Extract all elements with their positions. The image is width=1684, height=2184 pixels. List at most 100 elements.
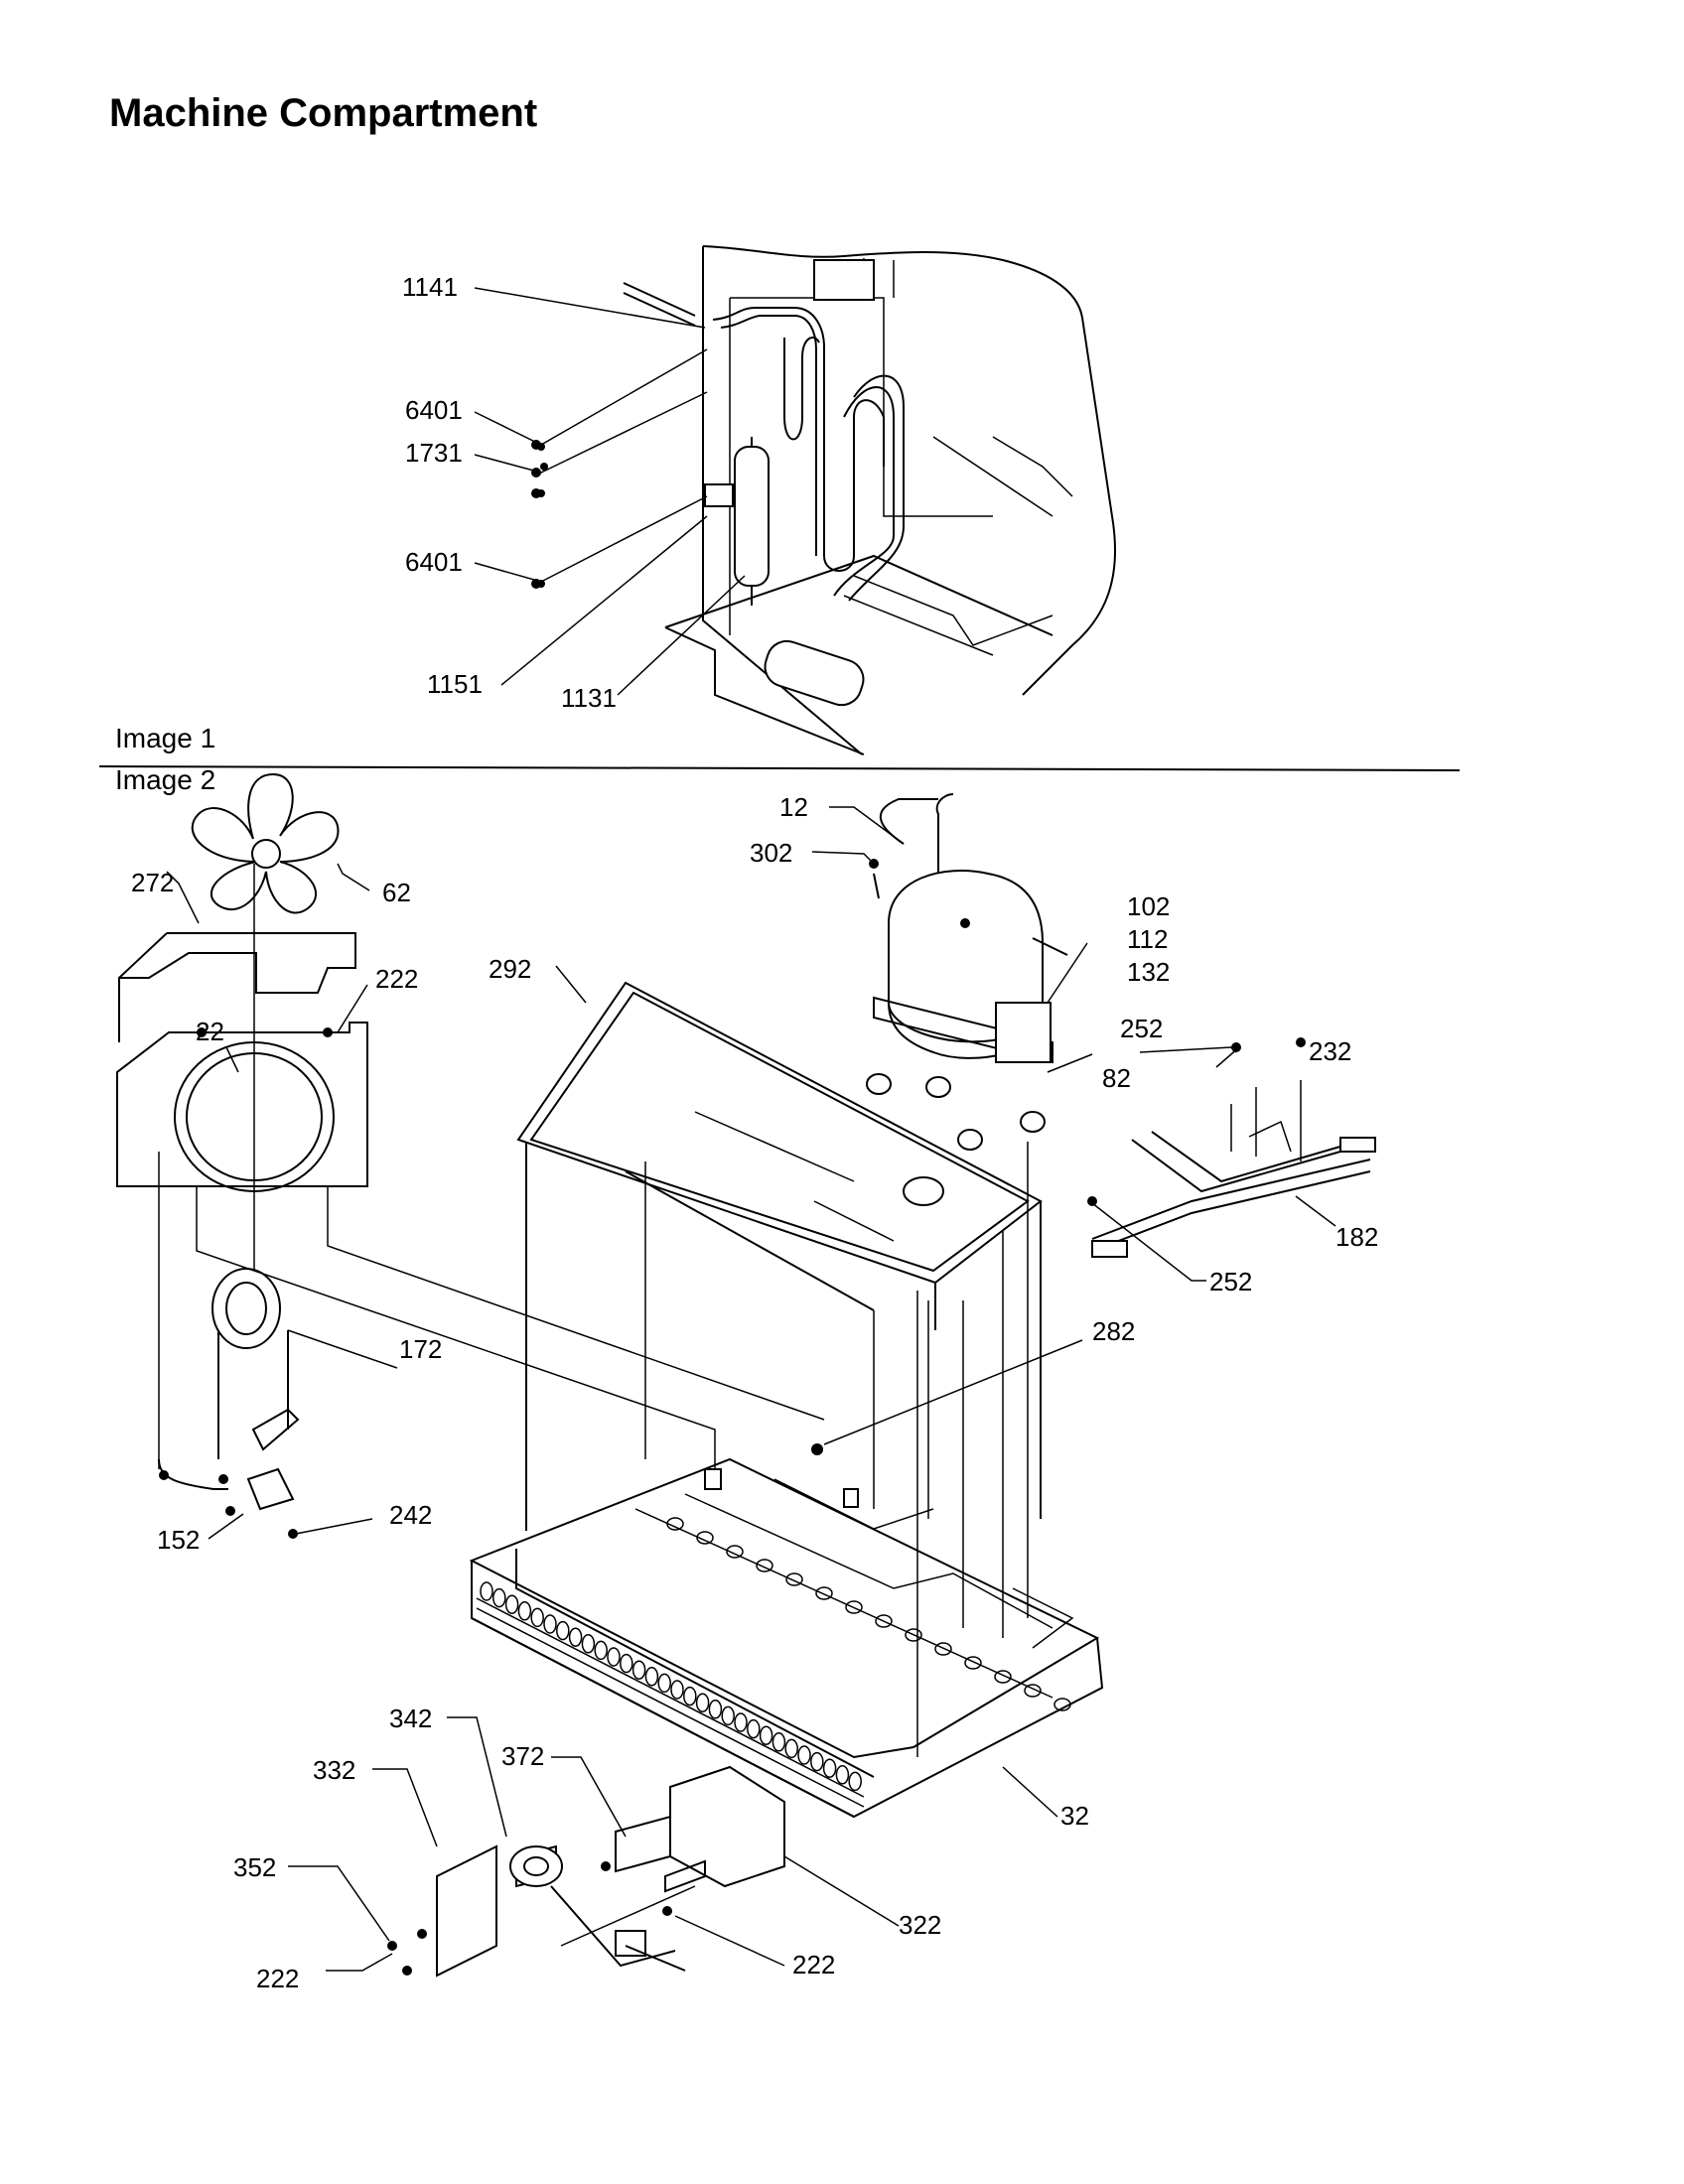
callout-132: 132 bbox=[1127, 957, 1170, 987]
callout-62: 62 bbox=[382, 878, 411, 907]
callout-232: 232 bbox=[1309, 1036, 1351, 1066]
coil-loop bbox=[670, 1680, 684, 1700]
coil-loop bbox=[644, 1667, 659, 1687]
cabinet-left-edge bbox=[702, 246, 863, 755]
image-divider bbox=[98, 765, 1461, 771]
callout-242: 242 bbox=[389, 1500, 432, 1530]
coil-loop bbox=[845, 1600, 863, 1614]
coil-loop bbox=[657, 1673, 671, 1694]
callout-1731: 1731 bbox=[405, 438, 463, 468]
coil-loop bbox=[835, 1765, 850, 1785]
coil-loop bbox=[695, 1693, 710, 1712]
compressor bbox=[866, 793, 1068, 1151]
coil-loop bbox=[994, 1670, 1012, 1684]
callout-282: 282 bbox=[1092, 1316, 1135, 1346]
coil-loop bbox=[696, 1531, 714, 1545]
coil-loop bbox=[848, 1771, 862, 1792]
coil-loop bbox=[568, 1627, 583, 1647]
coil-loop bbox=[726, 1545, 744, 1559]
coil-loop bbox=[683, 1686, 697, 1706]
coil-loop bbox=[504, 1594, 519, 1614]
callout-222-b: 222 bbox=[792, 1950, 835, 1979]
callout-152: 152 bbox=[157, 1525, 200, 1555]
coil-loop bbox=[666, 1517, 684, 1531]
coil-loop bbox=[530, 1607, 544, 1628]
callout-82: 82 bbox=[1102, 1063, 1131, 1093]
coil-loop bbox=[581, 1634, 596, 1654]
callout-6401-b: 6401 bbox=[405, 547, 463, 577]
callout-172: 172 bbox=[399, 1334, 442, 1364]
fan-motor bbox=[158, 1268, 300, 1511]
image-1-label: Image 1 bbox=[115, 723, 216, 753]
callout-322: 322 bbox=[899, 1910, 941, 1940]
coil-loop bbox=[797, 1745, 811, 1765]
callout-112: 112 bbox=[1127, 924, 1168, 954]
wiring-harness bbox=[1091, 1080, 1376, 1258]
callout-372: 372 bbox=[501, 1741, 544, 1771]
coil-loop bbox=[1053, 1698, 1071, 1711]
coil-loop bbox=[734, 1712, 748, 1732]
coil-loop bbox=[905, 1628, 922, 1642]
coil-loop bbox=[810, 1751, 824, 1772]
coil-loop bbox=[759, 1725, 773, 1745]
coil-loop bbox=[594, 1640, 608, 1661]
fan-shroud-top bbox=[118, 932, 356, 1042]
callout-332: 332 bbox=[313, 1755, 355, 1785]
coil-loop bbox=[815, 1586, 833, 1600]
coil-loop bbox=[785, 1572, 803, 1586]
coil-loop bbox=[492, 1587, 506, 1608]
coil-loop bbox=[747, 1718, 761, 1739]
coil-loop bbox=[632, 1660, 646, 1680]
callout-222-c: 222 bbox=[256, 1964, 299, 1993]
callout-labels: 1141 6401 1731 6401 1151 1131 12 302 102… bbox=[131, 272, 1378, 1993]
callout-1151: 1151 bbox=[427, 669, 483, 699]
fan-shroud bbox=[116, 1022, 368, 1192]
coil-loop bbox=[784, 1738, 798, 1759]
coil-loop bbox=[607, 1647, 621, 1667]
callout-6401-a: 6401 bbox=[405, 395, 463, 425]
refrigerant-tubing bbox=[712, 307, 885, 572]
relay-overload bbox=[995, 1002, 1052, 1063]
callout-32: 32 bbox=[1060, 1801, 1089, 1831]
coil-loop bbox=[480, 1581, 493, 1601]
image-2-label: Image 2 bbox=[115, 764, 216, 795]
callout-302: 302 bbox=[750, 838, 792, 868]
defrost-timer-assembly bbox=[436, 1844, 686, 1978]
callout-12: 12 bbox=[779, 792, 808, 822]
condenser-drum bbox=[764, 639, 865, 707]
coil-loop bbox=[556, 1620, 570, 1641]
callout-252-b: 252 bbox=[1209, 1267, 1252, 1297]
page-title: Machine Compartment bbox=[109, 91, 538, 135]
callout-1131: 1131 bbox=[561, 683, 617, 713]
coil-loop bbox=[756, 1559, 773, 1572]
screws bbox=[159, 443, 1306, 1976]
coil-loop bbox=[1024, 1684, 1042, 1698]
base-tray bbox=[469, 1457, 1104, 1819]
coil-loop bbox=[543, 1614, 557, 1634]
alignment-leaders bbox=[644, 1142, 1029, 1757]
callout-102: 102 bbox=[1127, 891, 1170, 921]
condenser-fan-blade bbox=[191, 772, 340, 914]
callout-222-a: 222 bbox=[375, 964, 418, 994]
coil-loop bbox=[620, 1653, 633, 1674]
callout-1141: 1141 bbox=[402, 272, 458, 302]
image-1-drawing bbox=[623, 245, 1116, 755]
coil-loop bbox=[517, 1601, 532, 1621]
coil-loop bbox=[875, 1614, 893, 1628]
coil-loop bbox=[772, 1732, 786, 1752]
condenser-coil bbox=[480, 1517, 1071, 1792]
callout-352: 352 bbox=[233, 1852, 276, 1882]
drier-filter bbox=[734, 446, 770, 587]
callout-22: 22 bbox=[196, 1017, 224, 1046]
coil-loop bbox=[934, 1642, 952, 1656]
drain-pan bbox=[516, 981, 1043, 1531]
coil-loop bbox=[822, 1758, 837, 1778]
callout-272: 272 bbox=[131, 868, 174, 897]
image-2-leaders bbox=[166, 806, 1336, 1972]
callout-252-a: 252 bbox=[1120, 1014, 1163, 1043]
callout-292: 292 bbox=[489, 954, 531, 984]
coil-loop bbox=[964, 1656, 982, 1670]
coil-loop bbox=[708, 1700, 723, 1719]
